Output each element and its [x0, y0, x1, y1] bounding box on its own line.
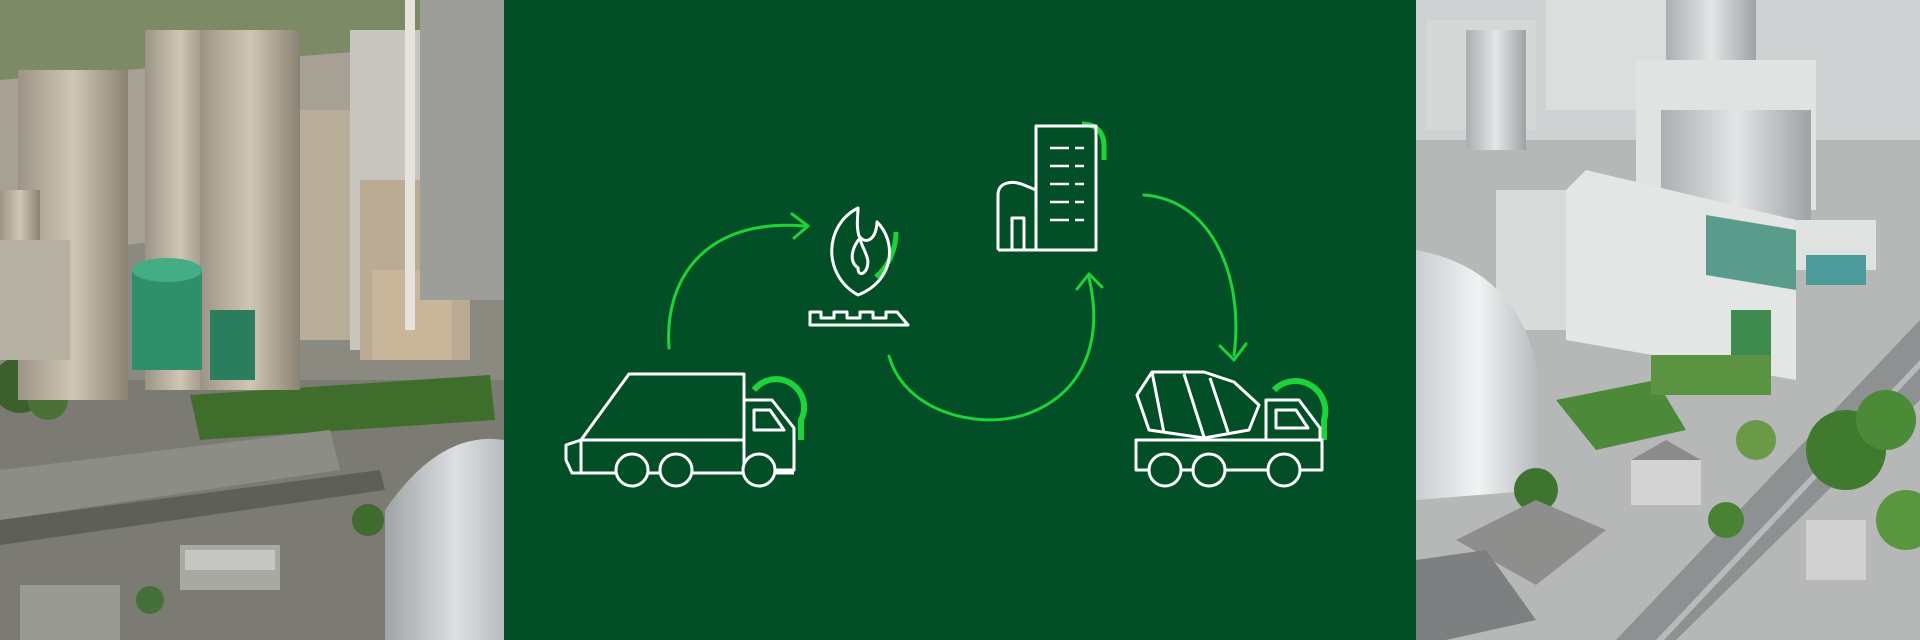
cement-mixer-truck-icon — [1134, 370, 1329, 488]
cycle-arrow-to-fuel — [667, 223, 806, 350]
cement-plant-building-icon — [996, 121, 1107, 252]
waste-collection-truck-icon — [564, 372, 808, 488]
cycle-arrow-to-plant — [887, 276, 1096, 422]
left-plant-photo — [0, 0, 504, 640]
circular-economy-panel — [504, 0, 1416, 640]
right-plant-photo — [1416, 0, 1920, 640]
cycle-arrow-to-mixer — [1142, 193, 1238, 357]
fuel-flame-burner-icon — [808, 206, 910, 327]
